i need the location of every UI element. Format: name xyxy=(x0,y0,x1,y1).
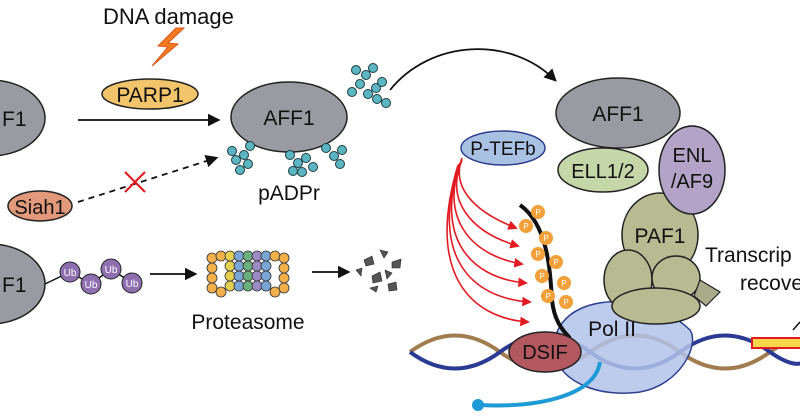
enl-af9-node xyxy=(658,125,726,215)
siah1-label: Siah1 xyxy=(14,197,65,219)
paf1-label: PAF1 xyxy=(635,225,686,248)
paf1-subunit-tip xyxy=(693,279,721,307)
dsif-node xyxy=(508,331,582,373)
phospho-label-4: P xyxy=(535,250,540,259)
phospho-label-7: P xyxy=(561,279,566,288)
phospho-label-3: P xyxy=(543,234,548,243)
parp1-label: PARP1 xyxy=(116,84,183,107)
transcription-label: Transcrip xyxy=(705,244,792,267)
phosphorylation-arrows xyxy=(446,157,532,327)
recovery-label: recove xyxy=(740,272,800,295)
parp1-node xyxy=(101,78,199,110)
phospho-label-1: P xyxy=(535,208,540,217)
ell-node xyxy=(557,147,649,193)
ell-label: ELL1/2 xyxy=(571,161,634,183)
ptefb-label: P-TEFb xyxy=(470,139,535,160)
siah1-dashed-arrow xyxy=(77,155,219,203)
proteasome-icon xyxy=(206,250,290,298)
padpr-label: pADPr xyxy=(258,182,320,205)
dna-damage-label: DNA damage xyxy=(103,4,234,29)
phospho-label-8: P xyxy=(545,292,550,301)
af9-label: /AF9 xyxy=(671,171,713,193)
proteasome-label: Proteasome xyxy=(191,311,304,334)
aff1-complex-label: AFF1 xyxy=(592,103,643,126)
aff1-left-bottom-label: F1 xyxy=(2,274,27,297)
rna-cap xyxy=(472,399,484,411)
degraded-fragments-icon xyxy=(355,249,402,293)
phospho-marks xyxy=(519,205,573,309)
enl-label: ENL xyxy=(673,145,712,167)
rna-strand xyxy=(479,361,602,408)
ub-label-2: Ub xyxy=(85,280,98,291)
aff1-left-top-label: F1 xyxy=(2,108,27,131)
ub-label-1: Ub xyxy=(64,268,77,279)
recovery-arrow xyxy=(751,337,800,349)
lightning-icon xyxy=(151,27,186,67)
aff1-left-top xyxy=(0,79,46,157)
pol2-label: Pol II xyxy=(588,318,636,341)
ptefb-node xyxy=(460,130,546,166)
phospho-label-2: P xyxy=(523,222,528,231)
paf1-subunit-3 xyxy=(611,287,701,325)
siah1-node xyxy=(7,190,73,222)
phospho-label-6: P xyxy=(539,272,544,281)
phospho-label-9: P xyxy=(563,298,568,307)
ub-label-3: Ub xyxy=(105,265,118,276)
dsif-label: DSIF xyxy=(522,342,568,364)
padpr-chains xyxy=(227,63,391,177)
phospho-label-5: P xyxy=(553,258,558,267)
ubiquitin-chain xyxy=(44,258,143,295)
aff1-center-label: AFF1 xyxy=(263,107,314,130)
ub-label-4: Ub xyxy=(126,279,139,290)
recovery-arrow-slash xyxy=(792,321,800,331)
inhibition-x-icon xyxy=(124,171,146,193)
aff1-complex-node xyxy=(555,77,681,149)
recruitment-curved-arrow xyxy=(389,48,557,91)
